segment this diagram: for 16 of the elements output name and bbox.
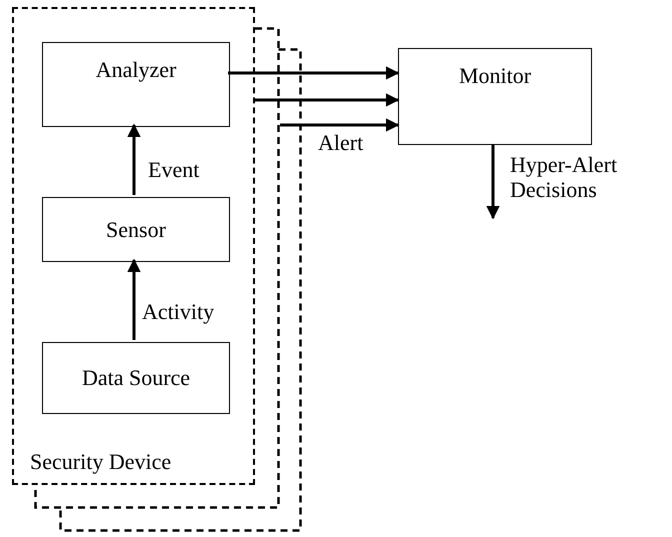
node-label: Security Device [30, 449, 172, 475]
process-box [42, 42, 230, 127]
node-label: Sensor [106, 216, 166, 242]
arrow [255, 93, 400, 107]
process-box [42, 197, 230, 262]
arrow [280, 118, 400, 132]
node-label: Data Source [82, 365, 190, 391]
node-label: Analyzer [96, 57, 176, 83]
arrow [127, 124, 141, 195]
arrow [486, 145, 500, 220]
arrow [228, 66, 400, 80]
process-box [42, 342, 230, 414]
arrow [127, 258, 141, 340]
node-label: Monitor [458, 63, 532, 89]
device-frame [12, 7, 255, 485]
process-box [398, 48, 592, 145]
